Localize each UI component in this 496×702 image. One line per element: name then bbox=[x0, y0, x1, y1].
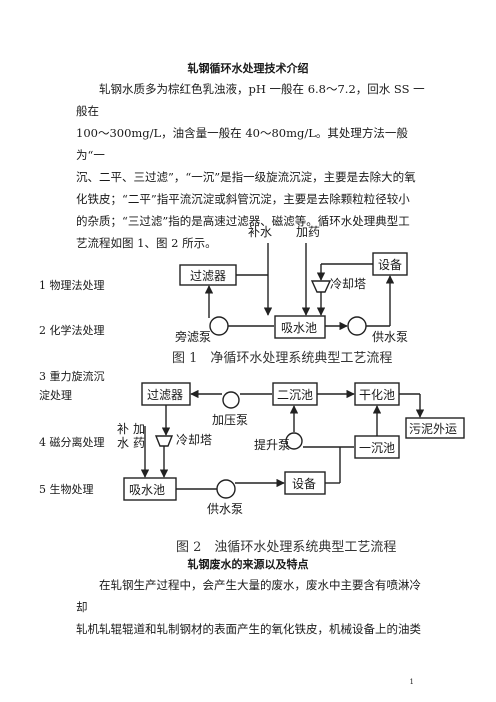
method-item: 淀处理 bbox=[39, 389, 72, 402]
fig1-cooling-tower bbox=[310, 280, 332, 293]
fig2-equipment-label: 设备 bbox=[292, 477, 316, 491]
fig2-second-settling-label: 二沉池 bbox=[277, 388, 313, 402]
figure-2: 过滤器 二沉池 干化池 加压泵 污泥外运 补水 加药 冷却塔 提升泵 一沉池 吸… bbox=[117, 382, 465, 555]
method-item: 4 磁分离处理 bbox=[39, 436, 105, 449]
method-item: 2 化学法处理 bbox=[39, 324, 105, 337]
method-item: 1 物理法处理 bbox=[39, 279, 105, 292]
fig1-supply-pump bbox=[347, 316, 367, 336]
intro-line: 的杂质；“三过滤”指的是高速过滤器、磁滤等。循环水处理典型工 bbox=[76, 214, 410, 228]
intro-paragraph: 轧钢水质多为棕红色乳浊液，pH 一般在 6.8～7.2，回水 SS 一般在 10… bbox=[76, 78, 428, 254]
fig1-bypass-pump bbox=[209, 316, 229, 336]
section-2-paragraph: 在轧钢生产过程中，会产生大量的废水，废水中主要含有喷淋冷却 轧机轧辊辊道和轧制钢… bbox=[76, 574, 428, 640]
intro-line: 沉、二平、三过滤”，“一沉”是指一级旋流沉淀，主要是去除大的氧 bbox=[76, 170, 416, 184]
section-2-title: 轧钢废水的来源以及特点 bbox=[187, 558, 309, 571]
fig2-makeup-water-label: 补水 bbox=[117, 422, 129, 450]
fig1-caption: 图 1 净循环水处理系统典型工艺流程 bbox=[172, 351, 392, 366]
page-number: 1 bbox=[409, 678, 414, 686]
intro-line: 轧钢水质多为棕红色乳浊液，pH 一般在 6.8～7.2，回水 SS 一般在 bbox=[76, 82, 425, 118]
fig2-lift-pump-label: 提升泵 bbox=[254, 437, 290, 452]
fig1-cooling-tower-label: 冷却塔 bbox=[330, 277, 366, 291]
figure-1: 补水 加药 过滤器 设备 冷却塔 吸水池 旁滤泵 供水泵 图 1 净循环水处理系 bbox=[172, 225, 408, 366]
fig2-filter-label: 过滤器 bbox=[147, 388, 183, 402]
section-2-line: 轧机轧辊辊道和轧制钢材的表面产生的氧化铁皮，机械设备上的油类 bbox=[76, 622, 421, 636]
section-2-line: 在轧钢生产过程中，会产生大量的废水，废水中主要含有喷淋冷却 bbox=[76, 578, 421, 614]
intro-line: 艺流程如图 1、图 2 所示。 bbox=[76, 236, 217, 250]
fig1-suction-tank-box bbox=[274, 315, 326, 339]
fig1-bypass-pump-label: 旁滤泵 bbox=[175, 329, 211, 344]
fig2-sludge-out-label: 污泥外运 bbox=[409, 422, 457, 436]
fig2-sludge-out-box bbox=[405, 417, 465, 439]
fig2-drying-tank-label: 干化池 bbox=[359, 388, 395, 402]
fig2-suction-tank-label: 吸水池 bbox=[129, 483, 165, 497]
document-title: 轧钢循环水处理技术介绍 bbox=[187, 62, 309, 75]
fig2-supply-pump bbox=[216, 479, 236, 499]
fig1-equipment-label: 设备 bbox=[378, 258, 402, 272]
fig2-first-settling-label: 一沉池 bbox=[359, 441, 395, 455]
method-item: 5 生物处理 bbox=[39, 483, 94, 496]
fig1-filter-label: 过滤器 bbox=[190, 269, 226, 283]
fig1-dosing-label: 加药 bbox=[296, 225, 320, 239]
fig2-lift-pump bbox=[285, 432, 303, 450]
fig2-caption: 图 2 浊循环水处理系统典型工艺流程 bbox=[176, 540, 396, 555]
fig2-cooling-tower bbox=[154, 435, 174, 447]
intro-line: 100～300mg/L，油含量一般在 40～80mg/L。其处理方法一般为“一 bbox=[76, 126, 408, 162]
intro-line: 化铁皮；“二平”指平流沉淀或斜管沉淀，主要是去除颗粒粒径较小 bbox=[76, 192, 410, 206]
fig1-suction-tank-label: 吸水池 bbox=[281, 321, 317, 335]
fig1-supply-pump-label: 供水泵 bbox=[372, 330, 408, 344]
fig2-dosing-label: 加药 bbox=[133, 422, 145, 450]
fig2-cooling-tower-label: 冷却塔 bbox=[176, 433, 212, 447]
fig2-booster-pump bbox=[222, 391, 240, 409]
fig2-booster-pump-label: 加压泵 bbox=[212, 413, 248, 427]
fig2-supply-pump-label: 供水泵 bbox=[207, 502, 243, 516]
method-item: 3 重力旋流沉 bbox=[39, 370, 105, 383]
fig1-makeup-water-label: 补水 bbox=[248, 225, 272, 239]
